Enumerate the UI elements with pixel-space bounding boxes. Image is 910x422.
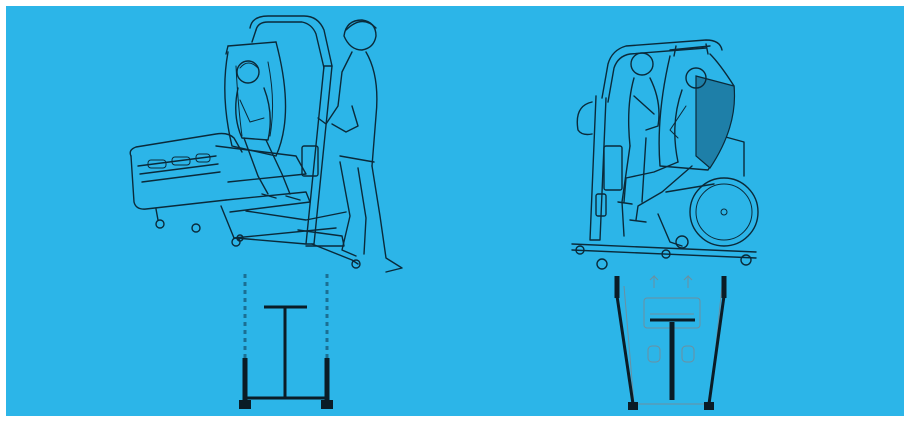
base-diagram-closed (617, 276, 724, 410)
patient-in-sling-left (225, 50, 300, 200)
caregiver-right (622, 53, 659, 236)
illustration-canvas (6, 6, 904, 416)
illustration-panel (6, 6, 904, 416)
hospital-bed (130, 134, 346, 247)
base-diagram-open (239, 274, 333, 409)
left-scene (130, 16, 402, 409)
right-scene (572, 40, 758, 410)
patient-in-sling-right (618, 54, 735, 222)
patient-lift-right (572, 40, 756, 269)
